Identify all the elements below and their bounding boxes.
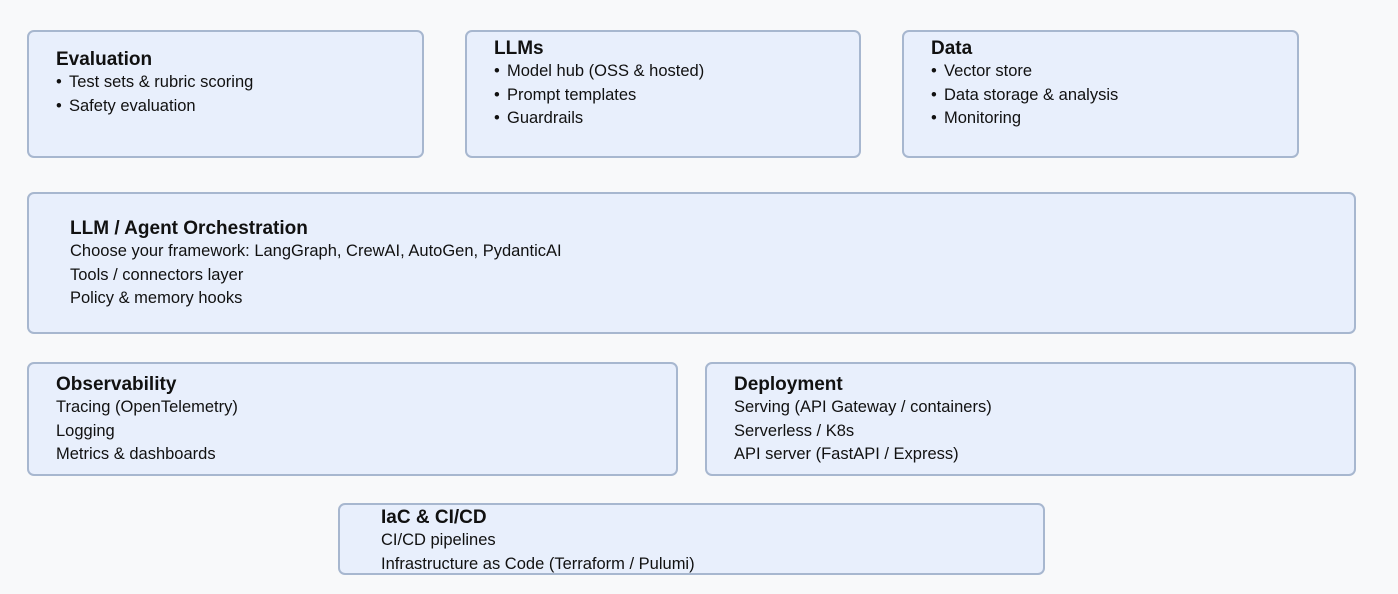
deployment-box: Deployment Serving (API Gateway / contai… bbox=[705, 362, 1356, 476]
iac-list: CI/CD pipelines Infrastructure as Code (… bbox=[381, 529, 1043, 576]
orchestration-item-policy: Policy & memory hooks bbox=[70, 289, 243, 307]
evaluation-item-test-sets: Test sets & rubric scoring bbox=[56, 71, 422, 95]
llms-box: LLMs Model hub (OSS & hosted) Prompt tem… bbox=[465, 30, 861, 158]
evaluation-box: Evaluation Test sets & rubric scoring Sa… bbox=[27, 30, 424, 158]
data-item-monitoring: Monitoring bbox=[931, 107, 1297, 131]
data-item-storage-analysis: Data storage & analysis bbox=[931, 84, 1297, 108]
deployment-title: Deployment bbox=[734, 374, 843, 395]
deployment-item-serverless: Serverless / K8s bbox=[734, 421, 855, 440]
data-list: Vector store Data storage & analysis Mon… bbox=[931, 60, 1297, 131]
orchestration-title: LLM / Agent Orchestration bbox=[70, 218, 308, 239]
orchestration-item-framework: Choose your framework: LangGraph, CrewAI… bbox=[70, 242, 562, 260]
llms-item-guardrails: Guardrails bbox=[494, 107, 859, 131]
observability-box: Observability Tracing (OpenTelemetry) Lo… bbox=[27, 362, 678, 476]
evaluation-item-safety: Safety evaluation bbox=[56, 95, 422, 119]
data-box: Data Vector store Data storage & analysi… bbox=[902, 30, 1299, 158]
observability-item-tracing: Tracing (OpenTelemetry) bbox=[56, 398, 238, 416]
llms-item-model-hub: Model hub (OSS & hosted) bbox=[494, 60, 859, 84]
llms-item-prompt-templates: Prompt templates bbox=[494, 84, 859, 108]
observability-title: Observability bbox=[56, 374, 177, 395]
deployment-item-api-server: API server (FastAPI / Express) bbox=[734, 445, 959, 463]
data-title: Data bbox=[931, 38, 973, 59]
orchestration-box: LLM / Agent Orchestration Choose your fr… bbox=[27, 192, 1356, 334]
iac-title: IaC & CI/CD bbox=[381, 507, 487, 528]
data-item-vector-store: Vector store bbox=[931, 60, 1297, 84]
observability-item-metrics: Metrics & dashboards bbox=[56, 445, 216, 463]
deployment-list: Serving (API Gateway / containers) Serve… bbox=[734, 396, 1354, 467]
llms-list: Model hub (OSS & hosted) Prompt template… bbox=[494, 60, 859, 131]
iac-item-infrastructure: Infrastructure as Code (Terraform / Pulu… bbox=[381, 554, 695, 573]
orchestration-list: Choose your framework: LangGraph, CrewAI… bbox=[70, 240, 1354, 311]
observability-item-logging: Logging bbox=[56, 421, 115, 440]
evaluation-list: Test sets & rubric scoring Safety evalua… bbox=[56, 71, 422, 118]
iac-item-pipelines: CI/CD pipelines bbox=[381, 531, 496, 549]
evaluation-title: Evaluation bbox=[56, 49, 153, 70]
llms-title: LLMs bbox=[494, 38, 544, 59]
iac-box: IaC & CI/CD CI/CD pipelines Infrastructu… bbox=[338, 503, 1045, 575]
observability-list: Tracing (OpenTelemetry) Logging Metrics … bbox=[56, 396, 676, 467]
deployment-item-serving: Serving (API Gateway / containers) bbox=[734, 398, 992, 416]
orchestration-item-tools: Tools / connectors layer bbox=[70, 265, 244, 284]
